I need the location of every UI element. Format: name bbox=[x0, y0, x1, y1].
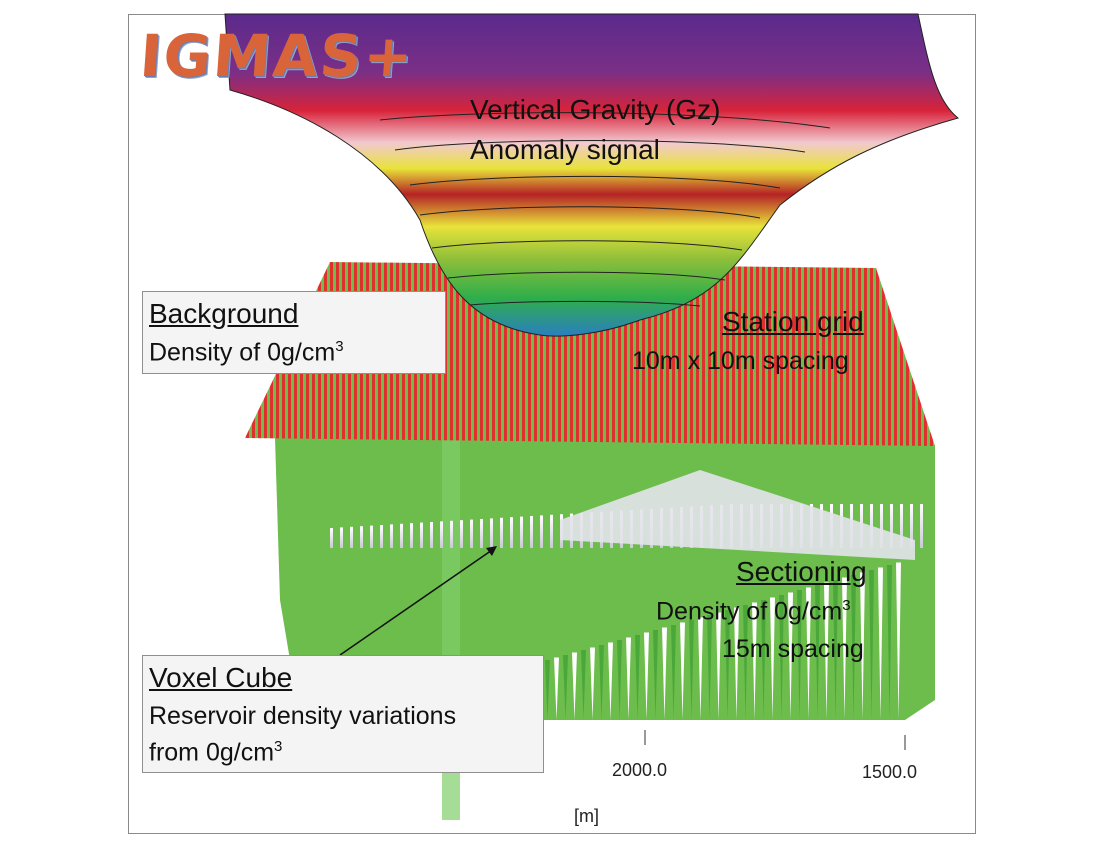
sectioning-body: Density of 0g/cm3 bbox=[656, 597, 851, 626]
voxel-fin bbox=[350, 526, 353, 548]
voxel-slab bbox=[560, 470, 915, 560]
voxel-fin bbox=[460, 520, 463, 548]
section-spike bbox=[608, 642, 613, 720]
section-spike bbox=[833, 580, 838, 720]
sectioning-spacing: 15m spacing bbox=[722, 635, 864, 663]
section-spikes bbox=[545, 562, 901, 720]
section-spike bbox=[635, 635, 640, 720]
voxel-fin bbox=[510, 517, 513, 548]
section-spike bbox=[572, 652, 577, 720]
voxel-fin bbox=[330, 528, 333, 548]
axis-tick-label-1500: 1500.0 bbox=[862, 762, 918, 782]
section-spike bbox=[851, 575, 856, 720]
station-grid-body: 10m x 10m spacing bbox=[632, 347, 849, 375]
section-spike bbox=[590, 647, 595, 720]
section-spike bbox=[554, 657, 559, 720]
background-title: Background bbox=[149, 298, 299, 329]
voxel-fin bbox=[910, 504, 913, 548]
voxel-arrow bbox=[339, 547, 496, 656]
section-spike bbox=[698, 617, 703, 720]
section-spike bbox=[644, 632, 649, 720]
voxel-fin bbox=[890, 504, 893, 548]
section-spike bbox=[797, 590, 802, 720]
section-spike bbox=[653, 630, 658, 720]
section-spike bbox=[716, 612, 721, 720]
section-spike bbox=[842, 577, 847, 720]
section-spike bbox=[779, 595, 784, 720]
section-spike bbox=[671, 625, 676, 720]
voxel-fin bbox=[430, 522, 433, 548]
voxel-fin bbox=[920, 504, 923, 548]
section-spike bbox=[725, 610, 730, 720]
section-spike bbox=[752, 602, 757, 720]
voxel-fin bbox=[530, 516, 533, 548]
voxel-fin bbox=[380, 525, 383, 548]
voxel-fin bbox=[900, 504, 903, 548]
voxel-fin bbox=[520, 516, 523, 548]
gravity-label-line1: Vertical Gravity (Gz) bbox=[470, 94, 721, 125]
voxel-fin bbox=[550, 514, 553, 548]
voxel-fin bbox=[390, 524, 393, 548]
voxel-line2: from 0g/cm3 bbox=[149, 738, 283, 767]
axis-unit-label: [m] bbox=[574, 806, 599, 826]
section-spike bbox=[689, 620, 694, 720]
voxel-fin bbox=[450, 520, 453, 548]
section-spike bbox=[680, 622, 685, 720]
section-spike bbox=[734, 607, 739, 720]
voxel-fin bbox=[490, 518, 493, 548]
section-spike bbox=[770, 597, 775, 720]
section-spike bbox=[824, 582, 829, 720]
igmas-logo: IGMAS+ bbox=[137, 22, 417, 90]
gravity-label-line2: Anomaly signal bbox=[470, 134, 660, 165]
voxel-fin bbox=[410, 523, 413, 548]
section-spike bbox=[707, 615, 712, 720]
voxel-fin bbox=[480, 519, 483, 548]
voxel-fin bbox=[340, 527, 343, 548]
background-box: Background Density of 0g/cm3 bbox=[142, 291, 446, 374]
voxel-line1: Reservoir density variations bbox=[149, 702, 457, 730]
section-spike bbox=[869, 570, 874, 720]
voxel-fin bbox=[880, 504, 883, 548]
voxel-fin bbox=[440, 521, 443, 548]
section-spike bbox=[806, 587, 811, 720]
section-spike bbox=[878, 567, 883, 720]
section-spike bbox=[599, 645, 604, 720]
voxel-fin bbox=[500, 517, 503, 548]
section-spike bbox=[860, 572, 865, 720]
section-spike bbox=[545, 660, 550, 720]
voxel-arrow-head bbox=[486, 546, 497, 556]
section-spike bbox=[788, 592, 793, 720]
voxel-fin bbox=[470, 519, 473, 548]
section-spike bbox=[563, 655, 568, 720]
section-spike bbox=[743, 605, 748, 720]
section-spike bbox=[626, 637, 631, 720]
section-spike bbox=[815, 585, 820, 720]
section-spike bbox=[581, 650, 586, 720]
voxel-fin bbox=[540, 515, 543, 548]
contour-lines bbox=[379, 112, 831, 307]
voxel-cube bbox=[330, 470, 923, 560]
voxel-fin bbox=[420, 522, 423, 548]
gravity-surface bbox=[224, 13, 960, 337]
sectioning-title: Sectioning bbox=[736, 556, 867, 587]
voxel-fin bbox=[370, 525, 373, 548]
section-spike bbox=[887, 565, 892, 720]
section-spike bbox=[761, 600, 766, 720]
section-spike bbox=[617, 640, 622, 720]
voxel-box: Voxel Cube Reservoir density variations … bbox=[142, 655, 544, 773]
section-spike bbox=[896, 562, 901, 720]
background-body: Density of 0g/cm3 bbox=[149, 338, 344, 367]
axis-tick-label-2000: 2000.0 bbox=[612, 760, 668, 780]
voxel-fin bbox=[360, 526, 363, 548]
voxel-fin bbox=[400, 523, 403, 548]
voxel-title: Voxel Cube bbox=[149, 662, 293, 693]
section-spike bbox=[662, 627, 667, 720]
station-grid-title: Station grid bbox=[722, 306, 864, 337]
